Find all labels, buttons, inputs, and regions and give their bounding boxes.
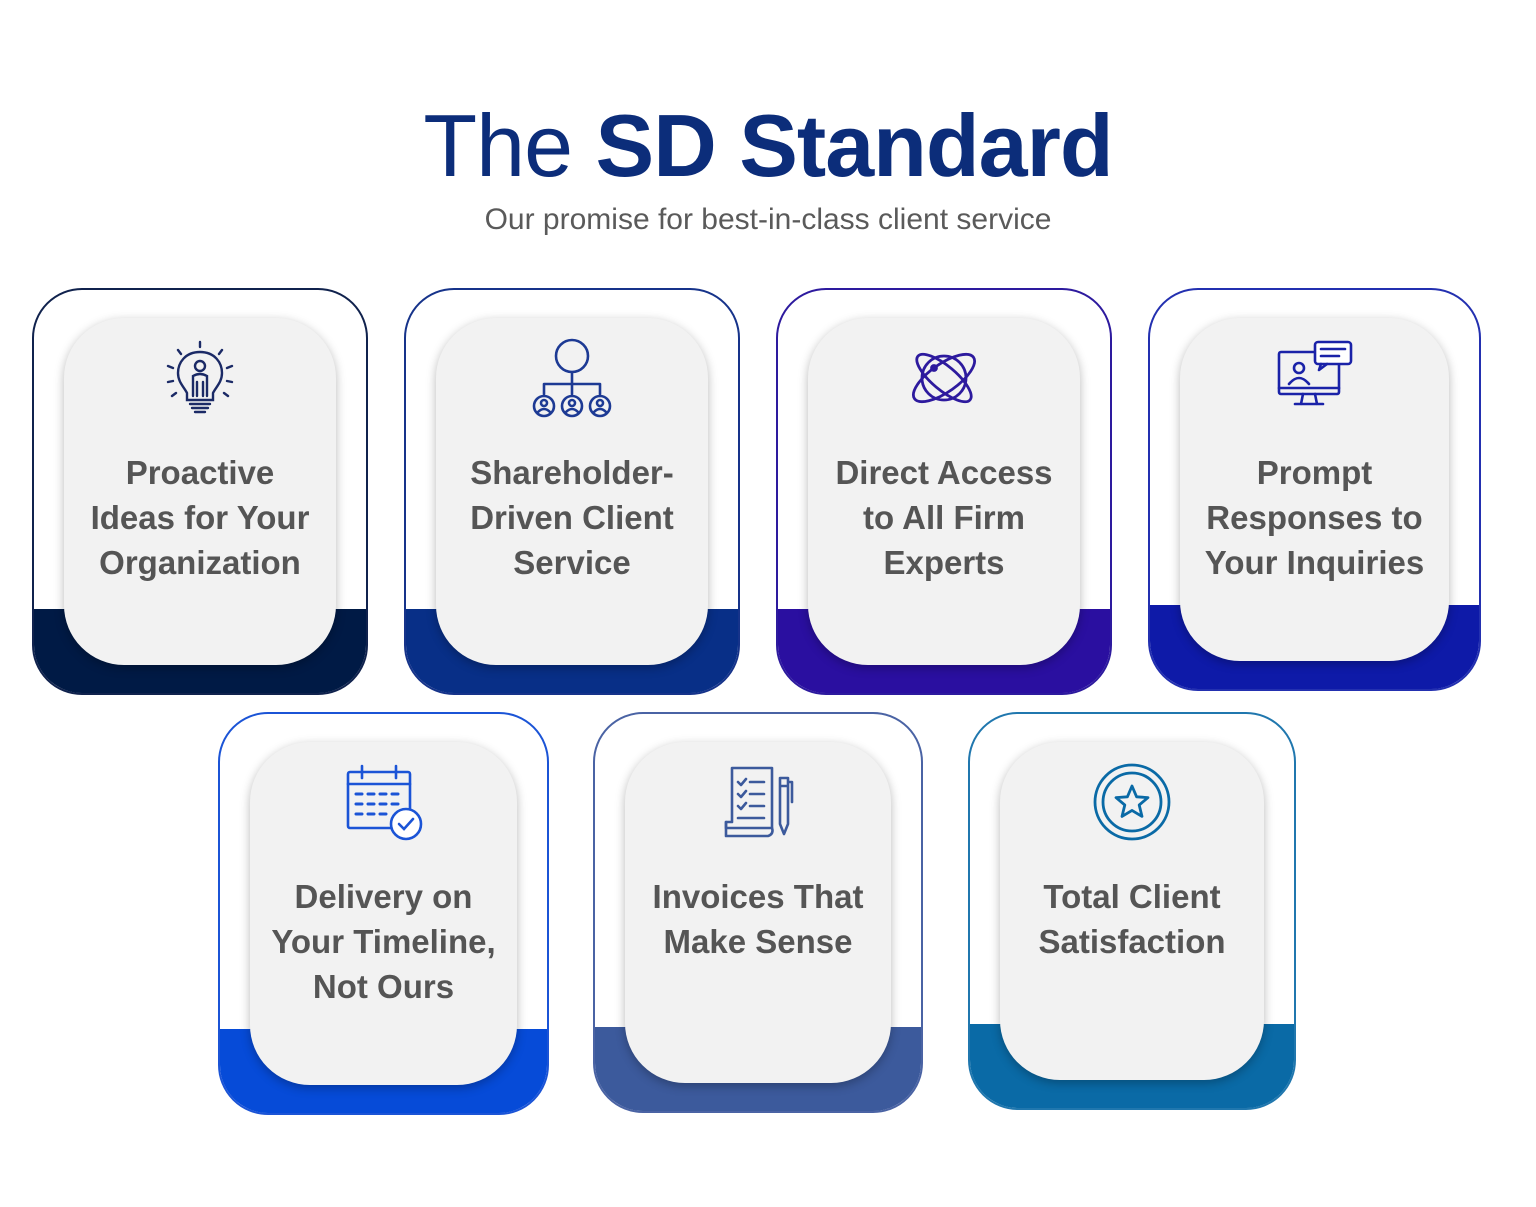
card-label: Shareholder- Driven Client Service [470, 454, 674, 581]
video-chat-icon [1277, 340, 1352, 406]
card-label: Direct Access to All Firm Experts [835, 454, 1053, 581]
page-title: The SD Standard [0, 96, 1536, 196]
title-light: The [423, 96, 573, 195]
card-delivery-timeline: Delivery on Your Timeline, Not Ours [218, 712, 549, 1115]
card-inner: Proactive Ideas for Your Organization [64, 318, 336, 665]
card-prompt-responses: Prompt Responses to Your Inquiries [1148, 288, 1481, 691]
title-bold: SD Standard [595, 96, 1114, 195]
page-subtitle: Our promise for best-in-class client ser… [484, 203, 1052, 236]
card-inner: Invoices That Make Sense [625, 742, 891, 1083]
card-inner: Direct Access to All Firm Experts [808, 318, 1080, 665]
card-label: Total Client Satisfaction [1038, 878, 1226, 960]
card-label: Prompt Responses to Your Inquiries [1204, 454, 1425, 581]
card-shareholder-driven: Shareholder- Driven Client Service [404, 288, 740, 695]
card-total-satisfaction: Total Client Satisfaction [968, 712, 1296, 1110]
card-inner: Total Client Satisfaction [1000, 742, 1264, 1080]
calendar-check-icon [346, 764, 422, 841]
orbit-globe-icon [912, 352, 976, 404]
invoice-pen-icon [724, 766, 794, 838]
card-inner: Delivery on Your Timeline, Not Ours [250, 742, 517, 1085]
card-label: Delivery on Your Timeline, Not Ours [271, 878, 496, 1005]
card-proactive-ideas: Proactive Ideas for Your Organization [32, 288, 368, 695]
card-invoices: Invoices That Make Sense [593, 712, 923, 1113]
lightbulb-person-icon [166, 340, 234, 414]
org-chart-icon [532, 338, 612, 418]
card-inner: Prompt Responses to Your Inquiries [1180, 318, 1449, 661]
card-label: Proactive Ideas for Your Organization [90, 454, 310, 581]
card-label: Invoices That Make Sense [652, 878, 864, 960]
star-badge-icon [1093, 763, 1171, 841]
card-inner: Shareholder- Driven Client Service [436, 318, 708, 665]
card-direct-access: Direct Access to All Firm Experts [776, 288, 1112, 695]
